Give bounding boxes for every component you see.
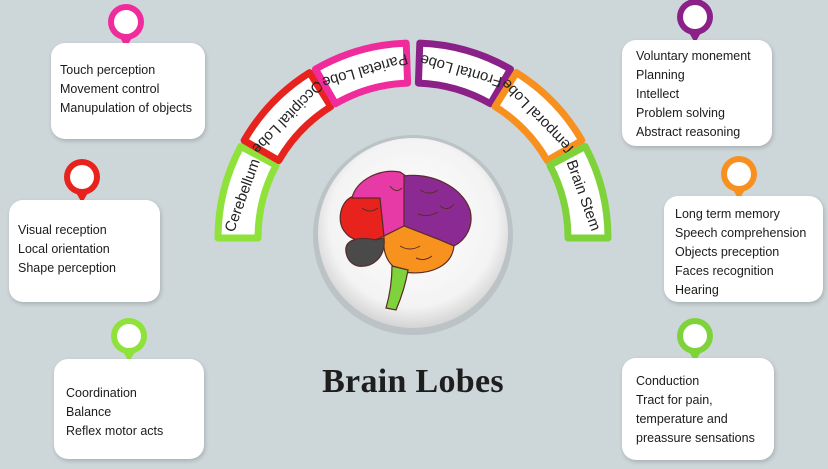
- ring-segment-frontal: [414, 39, 514, 108]
- card-cerebellum: Coordination Balance Reflex motor acts: [54, 359, 204, 459]
- card-line: preassure sensations: [636, 431, 755, 445]
- card-line: Long term memory: [675, 207, 780, 221]
- ring-segment-temporal: [491, 69, 586, 164]
- card-frontal: Voluntary monement Planning Intellect Pr…: [622, 40, 772, 146]
- card-line: Faces recognition: [675, 264, 774, 278]
- card-line: Conduction: [636, 374, 700, 388]
- pin-occipital: [64, 159, 100, 203]
- card-line: Intellect: [636, 87, 680, 101]
- ring-segment-cerebellum: [214, 142, 280, 242]
- brain-illustration: [339, 170, 472, 311]
- pin-cerebellum: [111, 318, 147, 362]
- card-line: Local orientation: [18, 242, 110, 256]
- card-line: Shape perception: [18, 261, 116, 275]
- ring-segment-parietal: [312, 39, 412, 108]
- pin-markers: [64, 0, 757, 362]
- brainstem-region: [385, 265, 409, 311]
- card-line: Coordination: [66, 386, 137, 400]
- card-brainstem: Conduction Tract for pain, temperature a…: [622, 358, 774, 460]
- card-line: Balance: [66, 405, 112, 419]
- frontal-region: [403, 174, 472, 247]
- pin-frontal: [677, 0, 713, 43]
- pin-brainstem: [677, 318, 713, 362]
- ring-segment-brainstem: [546, 142, 612, 242]
- card-line: Manupulation of objects: [60, 101, 193, 115]
- card-parietal: Touch perception Movement control Manupu…: [51, 43, 205, 139]
- card-line: Objects preception: [675, 245, 780, 259]
- occipital-region: [339, 195, 385, 242]
- temporal-region: [383, 225, 455, 274]
- pin-temporal: [721, 156, 757, 200]
- card-temporal: Long term memory Speech comprehension Ob…: [664, 196, 823, 302]
- card-line: Abstract reasoning: [636, 125, 741, 139]
- card-line: Visual reception: [18, 223, 107, 237]
- card-line: Hearing: [675, 283, 719, 297]
- card-line: Tract for pain,: [636, 393, 713, 407]
- card-line: Reflex motor acts: [66, 424, 164, 438]
- card-occipital: Visual reception Local orientation Shape…: [9, 200, 160, 302]
- cerebellum-region: [345, 237, 385, 267]
- pin-parietal: [108, 4, 144, 48]
- ring-segment-occipital: [240, 69, 335, 164]
- card-line: Voluntary monement: [636, 49, 751, 63]
- card-line: Touch perception: [60, 63, 156, 77]
- diagram-title: Brain Lobes: [322, 363, 504, 400]
- card-line: Problem solving: [636, 106, 725, 120]
- card-line: temperature and: [636, 412, 728, 426]
- card-line: Planning: [636, 68, 685, 82]
- card-line: Speech comprehension: [675, 226, 807, 240]
- card-line: Movement control: [60, 82, 160, 96]
